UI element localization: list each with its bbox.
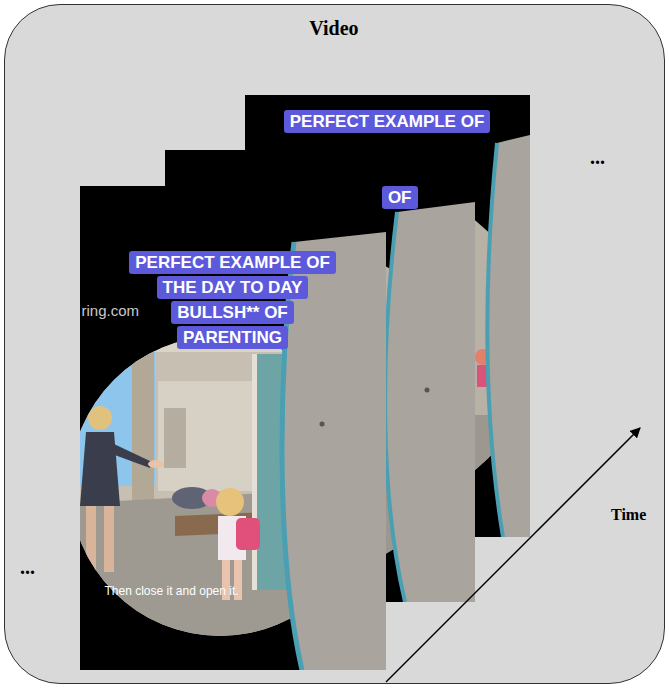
woman-head [88,406,112,430]
diagram-title-holder: Video [5,17,663,42]
window [164,408,186,468]
caption-banner-holder: PERFECT EXAMPLE OF [245,109,530,134]
door-frame [252,354,257,590]
wall-screw [319,421,324,426]
watermark-holder: ring.com [82,298,172,323]
girl-backpack [236,518,260,550]
caption-banner: OF [382,186,418,209]
woman-body [80,432,120,506]
ellipsis: ... [20,556,35,579]
subtitle: Then close it and open it. [105,584,239,598]
woman-arm [112,444,152,468]
woman-leg [86,506,96,576]
caption-banner: PERFECT EXAMPLE OF [284,110,491,133]
ellipsis: ... [590,146,605,169]
woman-leg [104,506,114,572]
diagram-title: Video [309,17,358,39]
wall-edge [487,143,503,537]
garage-wall [158,381,253,491]
subtitle-holder: Then close it and open it. [105,577,355,602]
axis-label: Time [611,506,646,524]
stucco-wall [385,202,475,602]
video-container: PERFECT EXAMPLE OF OF [4,4,665,684]
caption-banner-holder: PERFECT EXAMPLE OF THE DAY TO DAY BULLSH… [128,250,338,350]
video-frame: PERFECT EXAMPLE OF THE DAY TO DAY BULLSH… [80,186,386,670]
caption-banner: PERFECT EXAMPLE OF THE DAY TO DAY BULLSH… [129,251,336,349]
stucco-wall [487,135,530,537]
girl-head [216,488,244,516]
wall-edge [385,212,405,602]
time-arrow [386,428,640,682]
wall-screw [424,387,429,392]
porch-pillar [132,352,154,512]
watermark: ring.com [82,302,140,319]
caption-banner-holder: OF [358,185,418,210]
woman-hand [148,460,164,468]
